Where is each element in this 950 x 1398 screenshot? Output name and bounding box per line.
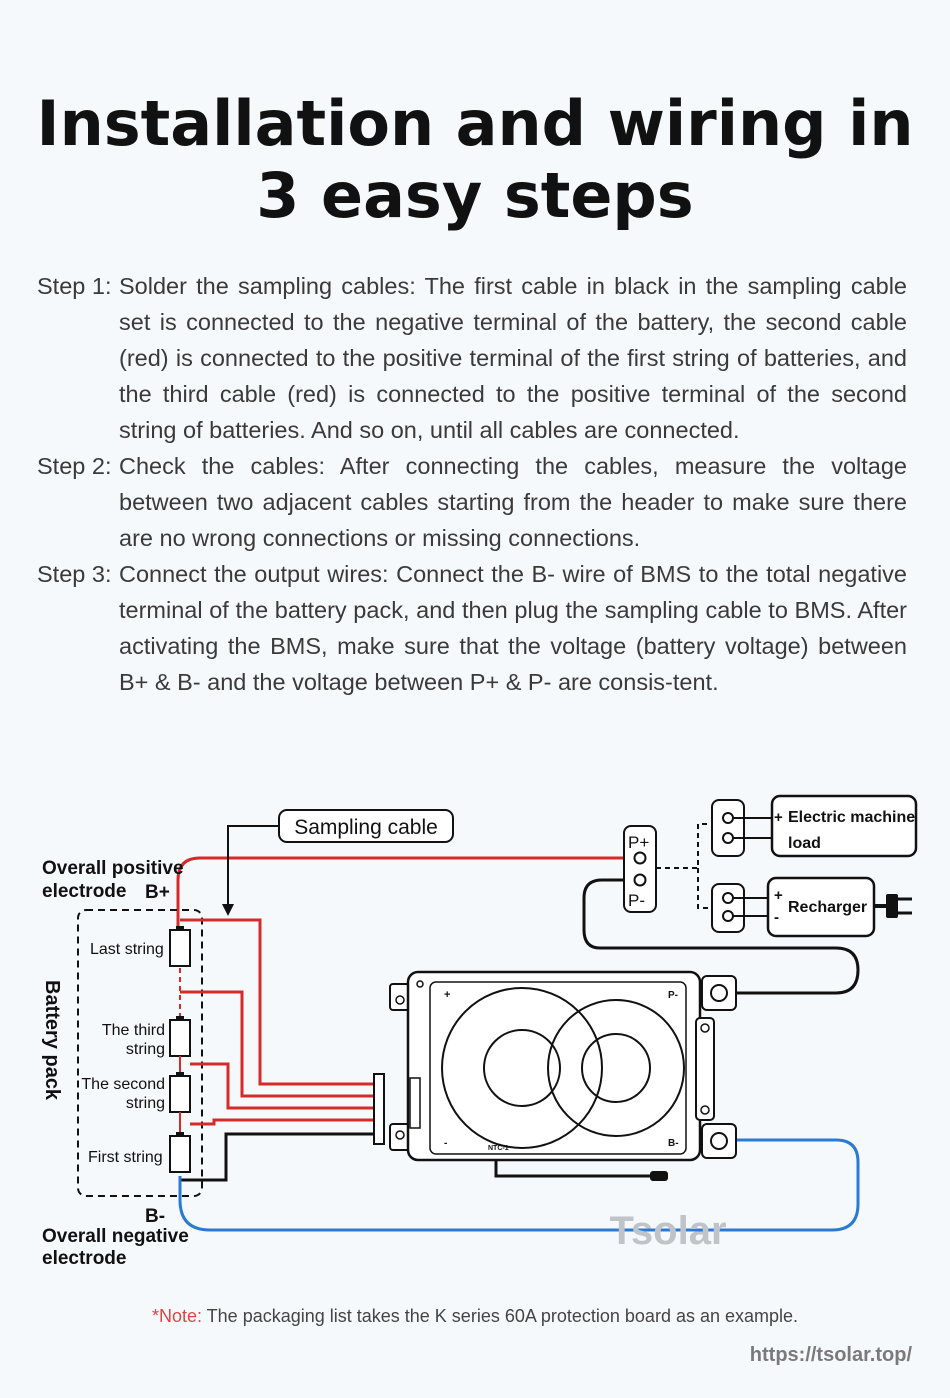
- first-string-label: First string: [88, 1149, 163, 1166]
- battery-pack-label: Battery pack: [41, 980, 63, 1101]
- step-1: Step 1: Solder the sampling cables: The …: [37, 268, 907, 448]
- recharger-minus-sign: -: [774, 909, 779, 926]
- second-string-label: The second: [81, 1076, 165, 1093]
- positive-wire: [176, 856, 630, 930]
- terminal-pminus: [701, 975, 737, 1011]
- footnote: *Note: The packaging list takes the K se…: [0, 1306, 950, 1327]
- step-2: Step 2: Check the cables: After connecti…: [37, 448, 907, 556]
- note-label: *Note:: [151, 1306, 202, 1326]
- overall-positive-label: Overall positive: [42, 858, 184, 879]
- terminal-bminus: [701, 1123, 737, 1159]
- pminus-wire: [582, 878, 860, 995]
- step-1-text: Solder the sampling cables: The first ca…: [119, 273, 907, 443]
- ntc-wire: [494, 1160, 652, 1178]
- bms-board: + P- - NTC-1 B-: [389, 970, 715, 1162]
- overall-positive-label-2: electrode: [42, 881, 126, 902]
- recharger-plus-sign: +: [774, 887, 783, 904]
- sampling-cable-box: [278, 809, 454, 843]
- step-2-text: Check the cables: After connecting the c…: [119, 453, 907, 551]
- recharger-connector: [711, 883, 745, 933]
- sampling-wires: [180, 918, 376, 1126]
- p-minus-label: P-: [628, 891, 645, 910]
- note-text: The packaging list takes the K series 60…: [202, 1306, 799, 1326]
- sampling-cable-label: Sampling cable: [294, 816, 438, 839]
- title-line-1: Installation and wiring in: [36, 87, 914, 160]
- cell-third: [169, 1016, 191, 1057]
- page-title: Installation and wiring in 3 easy steps: [0, 88, 950, 232]
- step-1-label: Step 1:: [37, 273, 112, 299]
- cell-last: [169, 926, 191, 967]
- board-bminus-label: B-: [668, 1138, 679, 1149]
- website-url[interactable]: https://tsolar.top/: [749, 1344, 912, 1366]
- sampling-connector: [373, 1073, 385, 1145]
- svg-text:-: -: [444, 1138, 447, 1149]
- b-plus-label: B+: [145, 882, 170, 903]
- sampling-wire-black: [178, 1132, 376, 1182]
- step-3: Step 3: Connect the output wires: Connec…: [37, 556, 907, 700]
- ntc-probe: [650, 1171, 668, 1181]
- third-string-label-2: string: [126, 1041, 165, 1058]
- overall-negative-label: Overall negative: [42, 1226, 189, 1247]
- callout-arrow: [222, 904, 234, 916]
- step-3-label: Step 3:: [37, 561, 112, 587]
- load-plus-sign: +: [774, 809, 783, 826]
- callout-line: [227, 825, 280, 906]
- third-string-label: The third: [102, 1022, 165, 1039]
- board-ntc-label: NTC-1: [488, 1145, 509, 1152]
- step-2-label: Step 2:: [37, 453, 112, 479]
- load-connector: [711, 799, 745, 857]
- b-minus-label: B-: [145, 1206, 165, 1227]
- svg-text:+: +: [444, 989, 450, 1001]
- title-line-2: 3 easy steps: [256, 159, 694, 232]
- recharger-label: Recharger: [788, 899, 867, 916]
- battery-pack-box: [77, 909, 203, 1197]
- board-pminus-label: P-: [668, 990, 678, 1001]
- overall-negative-label-2: electrode: [42, 1248, 126, 1269]
- cell-first: [169, 1132, 191, 1173]
- second-string-label-2: string: [126, 1095, 165, 1112]
- negative-wire: [178, 1138, 860, 1232]
- steps-list: Step 1: Solder the sampling cables: The …: [37, 268, 907, 700]
- branch-dashed: [656, 823, 716, 909]
- electric-machine-label: Electric machine: [788, 809, 915, 826]
- step-3-text: Connect the output wires: Connect the B-…: [119, 561, 907, 695]
- plug-icon: [886, 894, 898, 918]
- watermark-logo: Tsolar: [609, 1209, 726, 1253]
- electric-machine-box: [770, 794, 918, 858]
- electric-machine-label-2: load: [788, 835, 821, 852]
- last-string-label: Last string: [90, 941, 164, 958]
- cell-second: [169, 1072, 191, 1113]
- p-plus-label: P+: [628, 833, 649, 852]
